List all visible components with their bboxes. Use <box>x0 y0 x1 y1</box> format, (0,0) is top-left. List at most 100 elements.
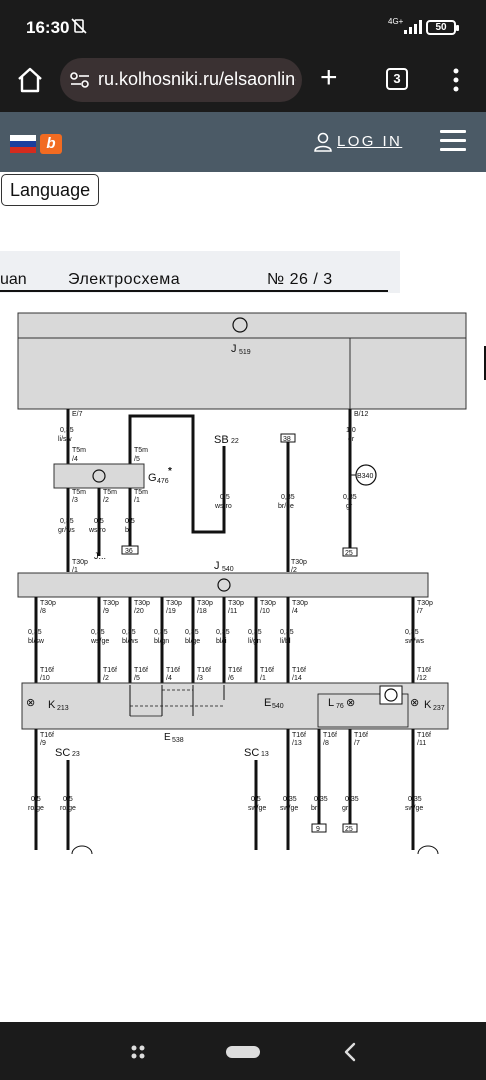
language-tooltip[interactable]: Language <box>1 174 100 206</box>
j540-in-pin-2: /2 <box>291 567 297 574</box>
home-gesture-pill[interactable] <box>226 1046 260 1058</box>
e-in-pin: /12 <box>417 675 427 682</box>
j540-out-color: li/bl <box>280 638 291 645</box>
wire-color-e7: li/sw <box>58 436 73 443</box>
j540-out-size: 0,35 <box>248 629 262 636</box>
j540-out-pin: /10 <box>260 608 270 615</box>
j540-out-color: bl/ws <box>122 638 138 645</box>
ground-ref-36 <box>121 545 139 555</box>
e-in-conn: T16f <box>197 667 211 674</box>
g476-b-pin-1: /3 <box>72 497 78 504</box>
site-logo[interactable]: b <box>40 134 62 154</box>
j540-module <box>17 572 429 598</box>
k213-label: K <box>48 699 56 711</box>
ground-ref-38-label: 38 <box>283 436 291 443</box>
g476-b-size-2: 0,5 <box>94 518 104 525</box>
e-out-pin: /9 <box>40 740 46 747</box>
ground-ref-25a-label: 25 <box>345 550 353 557</box>
e-in-conn: T16f <box>166 667 180 674</box>
b340-color: gr <box>346 503 353 510</box>
e-outputs: T16f/90,5ro/ge0,5ro/ge0,5sw/geT16f/130,3… <box>28 729 431 850</box>
e-out-color: sw/ge <box>280 805 298 812</box>
ground-ref-36-label: 36 <box>125 548 133 555</box>
site-header: b LOG IN <box>0 112 486 172</box>
j540-out-conn: T30p <box>417 600 433 607</box>
wiring-diagram: J 519 E/7 0,35 li/sw B/12 1,0 gr T5m /4 … <box>17 312 467 855</box>
login-link[interactable]: LOG IN <box>337 133 403 150</box>
russian-flag-icon[interactable] <box>10 135 36 153</box>
k237-label: K <box>424 699 432 711</box>
e-out-conn: T16f <box>354 732 368 739</box>
j540-out-color: bl/gn <box>154 638 169 645</box>
document-number: № 26 / 3 <box>267 271 333 288</box>
e-out-color: br <box>311 805 318 812</box>
sc23-label: SC <box>55 747 70 759</box>
e-out-conn: T16f <box>417 732 431 739</box>
e-in-pin: /3 <box>197 675 203 682</box>
e-in-conn: T16f <box>103 667 117 674</box>
g476-b-conn-2: T5m <box>103 489 117 496</box>
recents-icon[interactable] <box>128 1042 148 1062</box>
j519-sub: 519 <box>239 349 251 356</box>
e-out-size: 0,35 <box>408 796 422 803</box>
e-in-pin: /5 <box>134 675 140 682</box>
l76-label: L <box>328 697 334 709</box>
e-out-size: 0,5 <box>31 796 41 803</box>
k237-lamp-icon: ⊗ <box>410 697 419 709</box>
site-settings-icon[interactable] <box>70 72 90 88</box>
system-nav-bar <box>0 1022 486 1080</box>
k213-sub: 213 <box>57 705 69 712</box>
j540-out-color: ws/ge <box>90 638 109 645</box>
scroll-marker <box>484 346 486 380</box>
g476-label: G <box>148 472 157 484</box>
e-in-conn: T16f <box>292 667 306 674</box>
document-model: uan <box>0 271 27 288</box>
g476-sub: 476 <box>157 478 169 485</box>
network-type: 4G+ <box>388 17 404 26</box>
sb22-size: 0,5 <box>220 494 230 501</box>
j540-out-pin: /4 <box>292 608 298 615</box>
j519-label: J <box>231 343 237 355</box>
home-icon[interactable] <box>14 64 46 96</box>
url-text[interactable]: ru.kolhosniki.ru/elsaonline <box>98 69 296 89</box>
j540-sub: 540 <box>222 566 234 573</box>
e-out-conn: T16f <box>323 732 337 739</box>
j540-out-size: 0,35 <box>91 629 105 636</box>
address-bar[interactable]: ru.kolhosniki.ru/elsaonline <box>60 58 302 102</box>
j540-in-pin-1: /1 <box>72 567 78 574</box>
sc13-sub: 13 <box>261 751 269 758</box>
tab-switcher-button[interactable]: 3 <box>386 68 408 90</box>
e538-sub: 538 <box>172 737 184 744</box>
l76-lamp-icon: ⊗ <box>346 697 355 709</box>
g476-module <box>53 463 145 489</box>
battery-icon: 50 <box>426 20 459 35</box>
j519-module <box>17 312 467 410</box>
e-out-pin: /11 <box>417 740 426 747</box>
new-tab-button[interactable]: + <box>320 61 338 94</box>
k213-lamp-icon: ⊗ <box>26 697 35 709</box>
j540-out-color: bl/li <box>216 638 227 645</box>
e-in-pin: /4 <box>166 675 172 682</box>
l76-ground-box <box>379 685 403 705</box>
j519-ground-icon <box>232 317 248 333</box>
j540-out-conn: T30p <box>228 600 244 607</box>
g476-conn-t5m4: T5m <box>72 447 86 454</box>
j540-out-size: 0,35 <box>28 629 42 636</box>
e-out-size: 0,35 <box>283 796 297 803</box>
e538-label: E <box>164 732 171 743</box>
g476-b-size-3: 0,5 <box>125 518 135 525</box>
j540-out-color: bl/ge <box>185 638 200 645</box>
user-icon[interactable] <box>314 132 332 152</box>
e-out-pin: /8 <box>323 740 329 747</box>
j540-out-conn: T30p <box>260 600 276 607</box>
j540-out-pin: /9 <box>103 608 109 615</box>
j540-out-pin: /11 <box>228 608 237 615</box>
e-out-color: sw/ge <box>405 805 423 812</box>
more-menu-icon[interactable] <box>446 66 466 94</box>
hamburger-menu-icon[interactable] <box>440 130 466 152</box>
g476-b-conn-3: T5m <box>134 489 148 496</box>
back-icon[interactable] <box>340 1040 360 1064</box>
j540-out-pin: /7 <box>417 608 423 615</box>
j540-out-pin: /20 <box>134 608 144 615</box>
j540-in-conn-1: T30p <box>72 559 88 566</box>
